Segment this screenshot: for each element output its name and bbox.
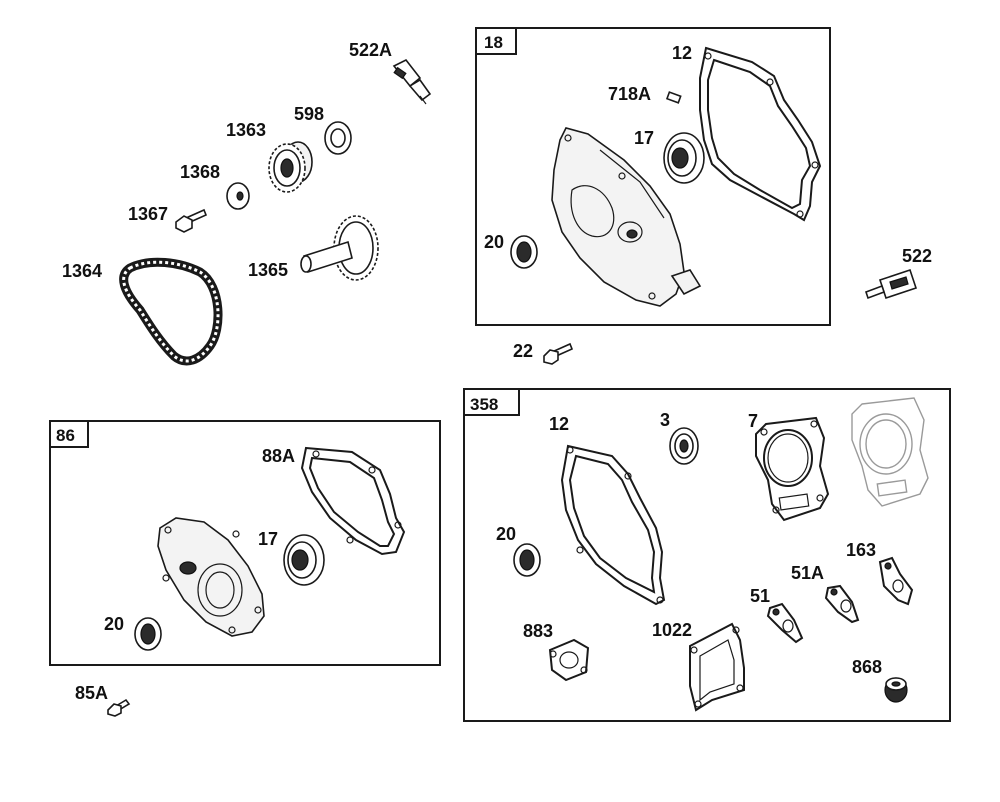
part-1365-gear-shaft [300,215,379,281]
part-1367-bolt [175,208,208,233]
kit-box-86-label: 86 [56,426,75,445]
part-598-washer [324,121,352,155]
part-18-20-seal [510,235,538,269]
part-86-17-bearing [283,534,325,586]
kit-box-18: 18 [475,27,831,326]
part-85A-bolt [107,698,131,717]
kit-box-18-label: 18 [484,33,503,52]
part-358-51A-gasket [824,584,860,624]
label-1364: 1364 [62,261,102,281]
part-358-1022-gasket [689,622,745,712]
part-358-868-valve-seal [884,677,908,703]
label-1365: 1365 [248,260,288,280]
label-18-20: 20 [484,232,504,252]
part-358-163-gasket [878,556,914,606]
part-1368-washer [226,182,250,210]
kit-box-358: 358 [463,388,951,722]
part-18-crankcase-cover [551,127,702,307]
label-358-883: 883 [523,621,553,641]
label-522A: 522A [349,40,392,60]
part-358-3-seal [669,427,699,465]
label-86-17: 17 [258,529,278,549]
label-358-163: 163 [846,540,876,560]
part-358-7-head-gasket [755,416,830,522]
kit-box-86: 86 [49,420,441,666]
label-358-51: 51 [750,586,770,606]
label-358-51A: 51A [791,563,824,583]
label-1363: 1363 [226,120,266,140]
label-358-12: 12 [549,414,569,434]
label-85A: 85A [75,683,108,703]
label-598: 598 [294,104,324,124]
part-358-20-seal [513,543,541,577]
label-358-1022: 1022 [652,620,692,640]
part-1363-sprocket [268,141,313,193]
label-1367: 1367 [128,204,168,224]
label-18-17: 17 [634,128,654,148]
label-18-12: 12 [672,43,692,63]
part-358-12-gasket [560,444,666,606]
part-18-718A-pin [665,91,682,104]
part-522-key [864,268,918,300]
part-86-20-seal [134,617,162,651]
part-358-883-gasket [548,638,590,682]
part-358-51-gasket [766,602,804,644]
label-358-868: 868 [852,657,882,677]
label-22: 22 [513,341,533,361]
part-86-gearcase-cover [157,517,265,637]
label-1368: 1368 [180,162,220,182]
part-18-17-bearing [663,132,705,184]
part-18-12-gasket [699,46,822,222]
part-86-88A-gasket [300,446,406,556]
label-358-20: 20 [496,524,516,544]
part-1364-chain [119,257,223,366]
label-86-20: 20 [104,614,124,634]
part-22-bolt [543,342,574,365]
part-522A-sensor [392,58,432,105]
kit-box-358-label: 358 [470,395,498,414]
label-522: 522 [902,246,932,266]
part-358-head-gasket-alt [851,397,929,507]
label-358-7: 7 [748,411,758,431]
label-358-3: 3 [660,410,670,430]
label-18-718A: 718A [608,84,651,104]
label-86-88A: 88A [262,446,295,466]
